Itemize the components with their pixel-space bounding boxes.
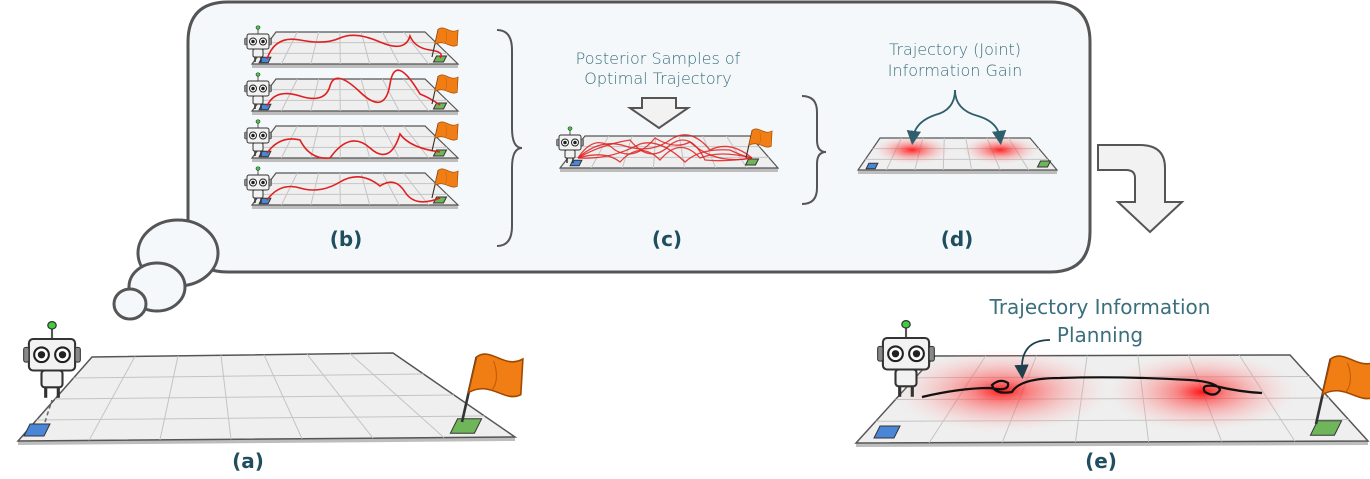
- start-square: [569, 159, 583, 167]
- goal-square: [1036, 160, 1052, 168]
- sample-grid: [243, 166, 460, 209]
- sample-grid: [243, 25, 460, 68]
- sample-trajectory: [266, 132, 441, 159]
- sample-trajectory: [577, 137, 753, 161]
- sample-trajectory: [266, 69, 441, 107]
- panel-label-d: (d): [941, 227, 974, 251]
- sample-trajectory: [577, 142, 753, 163]
- goal-square: [449, 418, 483, 434]
- panel-e: Trajectory Information Planning: [854, 295, 1370, 447]
- info-gain-blob: [892, 349, 1112, 433]
- info-gain-blob: [962, 136, 1038, 164]
- info-gain-blob: [1106, 352, 1298, 432]
- start-square: [865, 162, 879, 170]
- grid-board: [250, 78, 460, 112]
- caption-c-line1: Posterior Samples of: [576, 49, 741, 68]
- info-gain-blob: [874, 136, 950, 164]
- panel-d: Trajectory (Joint) Information Gain: [856, 40, 1059, 174]
- goal-square: [432, 102, 448, 110]
- grid-board: [250, 31, 460, 65]
- panel-c: Posterior Samples of Optimal Trajectory: [555, 49, 780, 172]
- panel-a: [16, 320, 525, 445]
- sample-trajectory: [577, 146, 753, 163]
- caption-c-line2: Optimal Trajectory: [584, 69, 731, 88]
- panel-label-e: (e): [1085, 449, 1117, 473]
- caption-d-line1: Trajectory (Joint): [889, 40, 1021, 59]
- goal-square: [1309, 420, 1343, 436]
- caption-d-line2: Information Gain: [888, 61, 1023, 80]
- panel-b: [243, 25, 460, 209]
- sample-grid: [243, 69, 460, 115]
- panel-label-b: (b): [330, 227, 363, 251]
- sample-trajectory: [266, 33, 443, 60]
- sample-grid: [243, 119, 460, 162]
- grid-board: [250, 125, 460, 159]
- goal-square: [432, 55, 448, 63]
- goal-square: [744, 158, 760, 166]
- caption-e-line2: Planning: [1057, 323, 1143, 347]
- planned-trajectory: [921, 376, 1263, 399]
- caption-e-line1: Trajectory Information: [989, 295, 1211, 319]
- sample-trajectory: [266, 176, 441, 203]
- panel-label-c: (c): [652, 227, 682, 251]
- curved-arrow-icon: [1097, 144, 1185, 234]
- down-arrow-icon: [626, 97, 692, 130]
- start-square: [873, 425, 901, 439]
- start-square: [23, 423, 51, 437]
- brace-icon: [801, 95, 827, 205]
- grid-board: [250, 172, 460, 206]
- panel-label-a: (a): [232, 449, 264, 473]
- brace-icon: [496, 29, 523, 247]
